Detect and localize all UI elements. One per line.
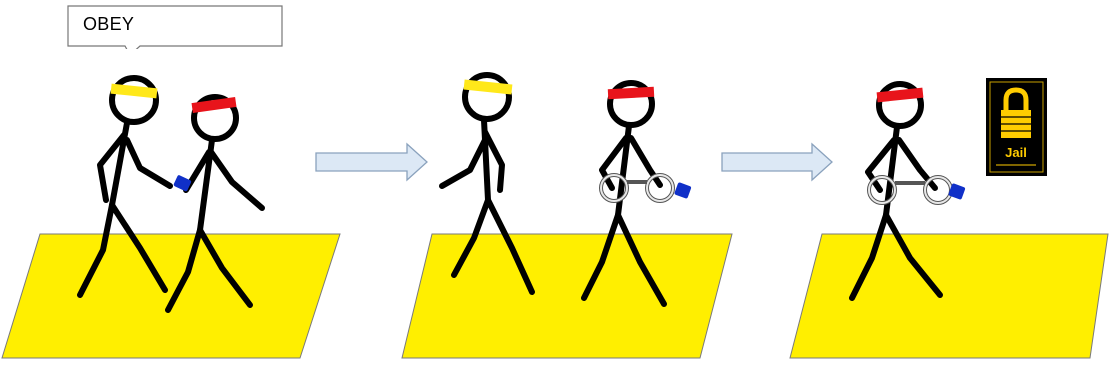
panel-3: Jail	[790, 78, 1108, 358]
panel-1	[2, 78, 340, 358]
speech-bubble-text: OBEY	[83, 14, 134, 35]
jail-sign: Jail	[986, 78, 1047, 176]
ground-tile-2	[402, 234, 732, 358]
panel-2	[402, 75, 732, 358]
right-arrow-icon	[316, 144, 427, 180]
handcuffs-icon	[869, 177, 966, 203]
right-arrow-icon	[722, 144, 832, 180]
ground-tile-3	[790, 234, 1108, 358]
ground-tile-1	[2, 234, 340, 358]
jail-label: Jail	[1005, 145, 1027, 160]
